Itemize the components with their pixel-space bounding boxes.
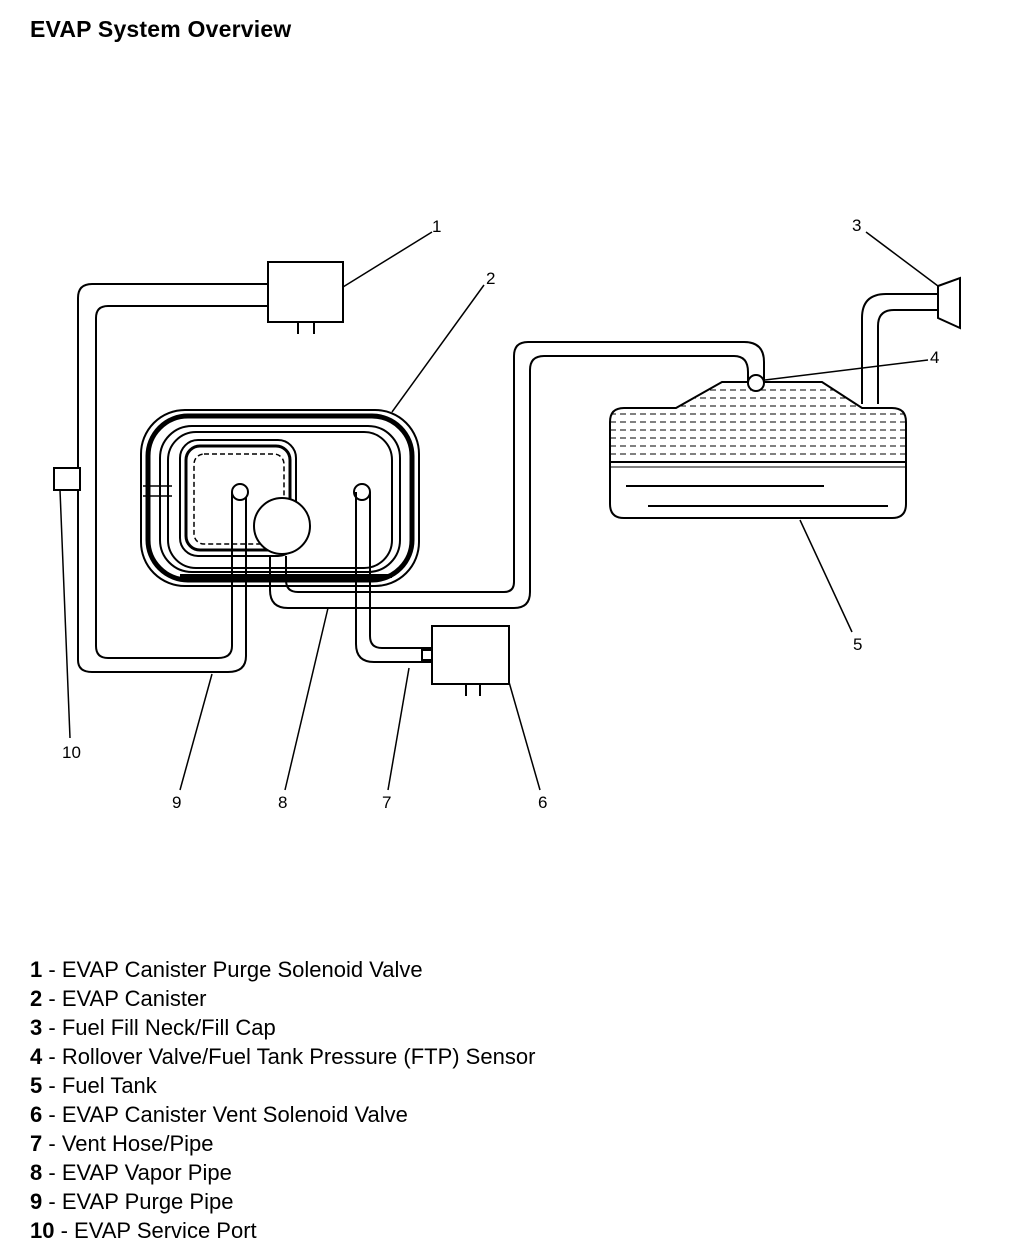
legend-item: 9 - EVAP Purge Pipe (30, 1189, 234, 1214)
callout-5: 5 (853, 635, 862, 654)
legend-number: 2 (30, 986, 43, 1011)
legend-number: 7 (30, 1131, 43, 1156)
legend-label: Vent Hose/Pipe (61, 1131, 214, 1156)
callout-1: 1 (432, 217, 441, 236)
legend-item: 2 - EVAP Canister (30, 986, 207, 1011)
leader-lines (59, 231, 939, 791)
legend-label: Fuel Tank (61, 1073, 157, 1098)
callout-9: 9 (172, 793, 181, 812)
fill-cap (937, 276, 961, 330)
callout-2: 2 (486, 269, 495, 288)
legend-number: 3 (30, 1015, 43, 1040)
callout-4: 4 (930, 348, 939, 367)
rollover-valve-ftp-sensor (747, 374, 765, 392)
vent-solenoid-valve (421, 625, 510, 696)
callout-8: 8 (278, 793, 287, 812)
evap-vapor-pipe (269, 341, 765, 609)
legend-number: 8 (30, 1160, 43, 1185)
legend-number: 10 (30, 1218, 55, 1243)
callout-10: 10 (62, 743, 81, 762)
legend-list: 1 - EVAP Canister Purge Solenoid Valve 2… (30, 955, 535, 1245)
legend-label: EVAP Vapor Pipe (61, 1160, 232, 1185)
legend-item: 4 - Rollover Valve/Fuel Tank Pressure (F… (30, 1044, 536, 1069)
legend-number: 4 (30, 1044, 43, 1069)
fuel-tank (609, 381, 907, 519)
evap-purge-pipe (77, 283, 268, 673)
legend-number: 1 (30, 957, 43, 982)
legend-number: 5 (30, 1073, 43, 1098)
legend-label: Fuel Fill Neck/Fill Cap (61, 1015, 276, 1040)
legend-label: EVAP Purge Pipe (61, 1189, 234, 1214)
callout-3: 3 (852, 216, 861, 235)
callout-6: 6 (538, 793, 547, 812)
callout-7: 7 (382, 793, 391, 812)
legend-number: 6 (30, 1102, 43, 1127)
page-title: EVAP System Overview (30, 16, 292, 42)
legend-label: EVAP Service Port (74, 1218, 257, 1243)
legend-label: EVAP Canister (61, 986, 207, 1011)
legend-item: 6 - EVAP Canister Vent Solenoid Valve (30, 1102, 408, 1127)
evap-canister (140, 409, 420, 587)
legend-item: 5 - Fuel Tank (30, 1073, 157, 1098)
evap-diagram: 1 2 3 4 5 6 7 8 9 10 (53, 216, 961, 812)
legend-number: 9 (30, 1189, 43, 1214)
fuel-fill-neck (861, 293, 940, 404)
legend-label: EVAP Canister Vent Solenoid Valve (61, 1102, 408, 1127)
legend-item: 7 - Vent Hose/Pipe (30, 1131, 214, 1156)
legend-item: 3 - Fuel Fill Neck/Fill Cap (30, 1015, 276, 1040)
purge-solenoid-valve (267, 261, 344, 334)
legend-label: Rollover Valve/Fuel Tank Pressure (FTP) … (61, 1044, 536, 1069)
legend-item: 8 - EVAP Vapor Pipe (30, 1160, 232, 1185)
evap-service-port (53, 467, 81, 491)
legend-item: 1 - EVAP Canister Purge Solenoid Valve (30, 957, 423, 982)
legend-label: EVAP Canister Purge Solenoid Valve (61, 957, 423, 982)
legend-item: 10 - EVAP Service Port (30, 1218, 257, 1243)
vent-hose-pipe (355, 492, 432, 663)
